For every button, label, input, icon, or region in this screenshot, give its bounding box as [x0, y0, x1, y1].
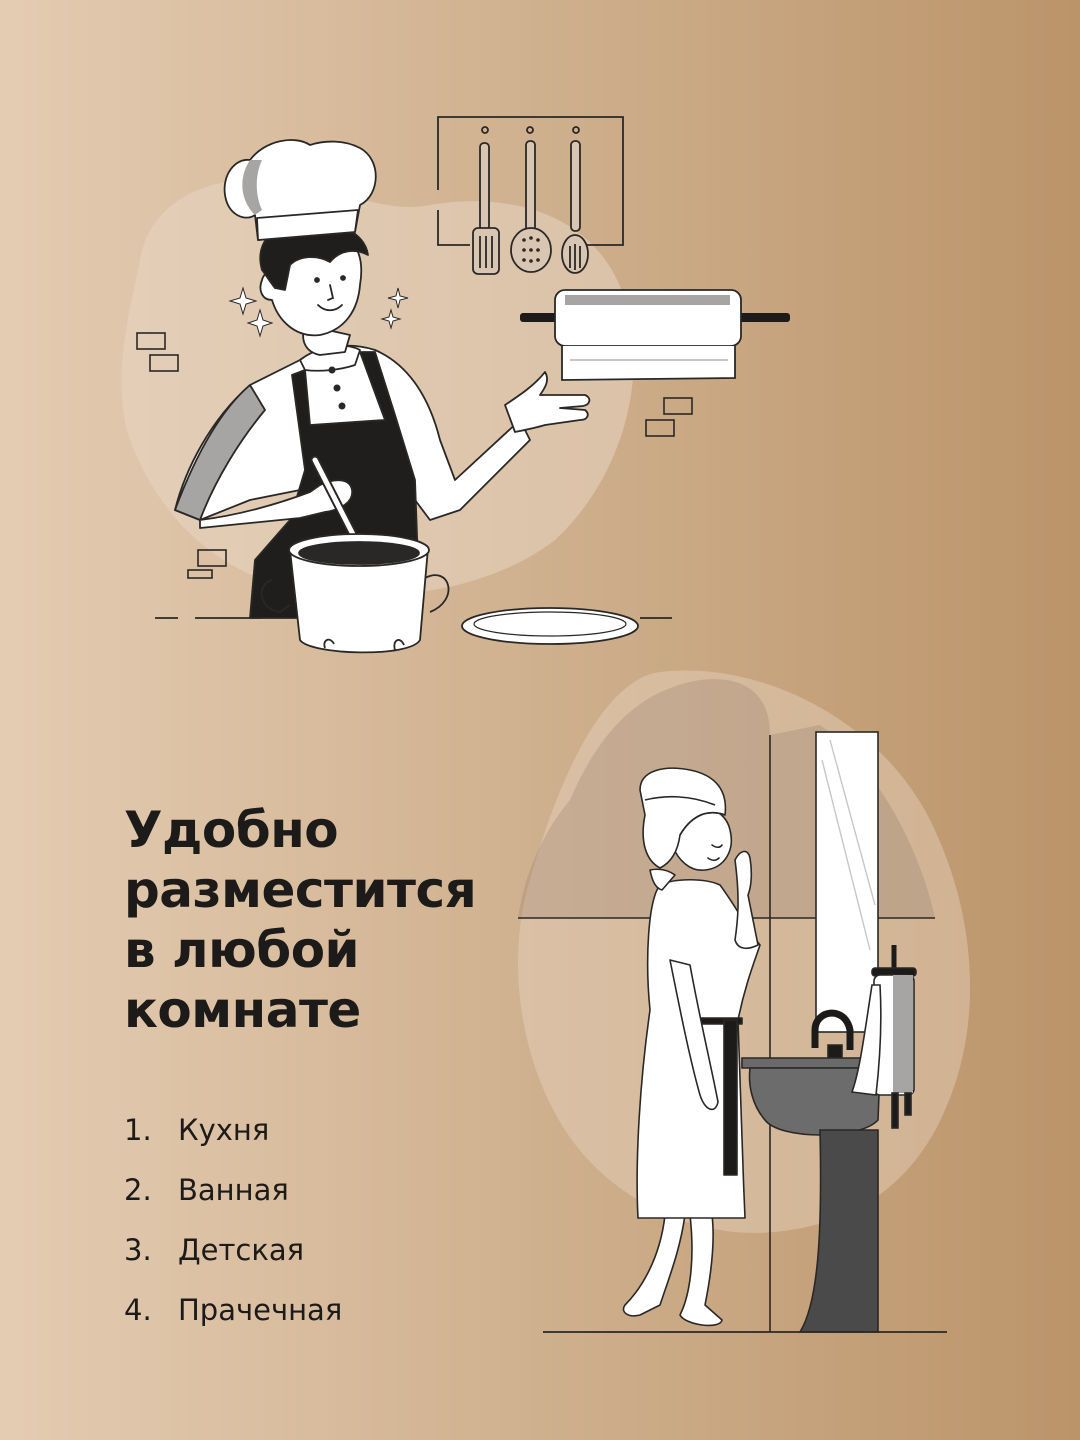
woman-in-bathrobe-figure: [622, 767, 761, 1327]
page-heading: Удобно разместится в любой комнате: [124, 800, 477, 1040]
list-item-number: 4.: [124, 1293, 152, 1327]
paper-towel-roll-icon: [850, 945, 917, 1129]
list-item-number: 3.: [124, 1233, 152, 1267]
list-item: 2. Ванная: [124, 1160, 342, 1220]
list-item-number: 2.: [124, 1173, 152, 1207]
wall-bricks-icon: [136, 332, 693, 579]
list-item-label: Прачечная: [178, 1293, 343, 1327]
heading-line: разместится: [124, 861, 477, 919]
heading-line: Удобно: [124, 801, 339, 859]
list-item-label: Детская: [178, 1233, 305, 1267]
list-item-label: Ванная: [178, 1173, 289, 1207]
list-item-number: 1.: [124, 1113, 152, 1147]
rooms-list: 1. Кухня 2. Ванная 3. Детская 4. Прачечная: [124, 1100, 342, 1340]
chef-illustration: [121, 116, 790, 654]
sink-icon: [741, 1009, 881, 1333]
sparkle-icon: [228, 286, 409, 338]
heading-line: в любой: [124, 921, 360, 979]
bathroom-illustration: [517, 670, 971, 1333]
plate-icon: [461, 607, 639, 645]
chef-figure: [174, 139, 591, 619]
heading-line: комнате: [124, 981, 361, 1039]
list-item: 3. Детская: [124, 1220, 342, 1280]
paper-towel-roll-icon: [520, 289, 790, 381]
cooking-pot-icon: [260, 533, 450, 654]
utensil-rack-icon: [437, 116, 624, 275]
list-item-label: Кухня: [178, 1113, 270, 1147]
list-item: 1. Кухня: [124, 1100, 342, 1160]
list-item: 4. Прачечная: [124, 1280, 342, 1340]
